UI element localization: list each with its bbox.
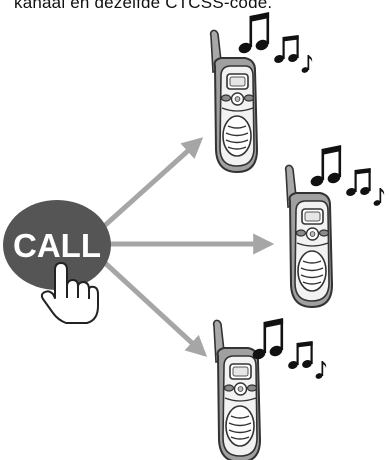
call-button-label: CALL xyxy=(13,227,101,264)
hand-pointer-icon xyxy=(40,262,99,324)
call-button[interactable]: CALL xyxy=(3,200,111,290)
walkie-talkie-icon xyxy=(284,164,333,308)
walkie-talkie-icon xyxy=(209,29,258,173)
music-notes-icon xyxy=(251,318,327,380)
arrow-to-bottom-radio xyxy=(102,260,208,357)
walkie-talkie-icon xyxy=(212,319,261,460)
caption-text: kanaal en dezelfde CTCSS-code. xyxy=(14,0,273,12)
arrow-to-top-radio xyxy=(100,137,204,230)
caption: kanaal en dezelfde CTCSS-code. xyxy=(0,0,389,17)
